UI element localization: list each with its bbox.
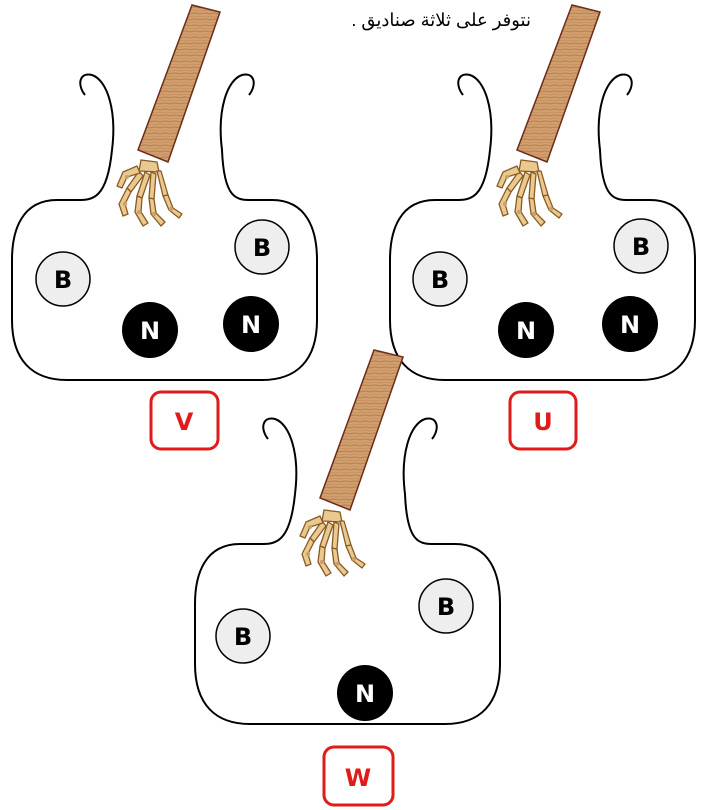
ball: B [418, 578, 474, 634]
svg-text:V: V [175, 408, 194, 436]
ball: N [122, 302, 178, 358]
ball: B [234, 219, 290, 275]
ball: N [337, 665, 393, 721]
svg-text:B: B [234, 623, 252, 651]
svg-text:W: W [345, 764, 371, 792]
grabber-handle-u [516, 4, 601, 163]
svg-text:U: U [533, 408, 553, 436]
ball: B [613, 218, 669, 274]
claw-v [116, 159, 183, 227]
svg-text:B: B [632, 233, 650, 261]
svg-text:B: B [54, 266, 72, 294]
intro-text: نتوفر على ثلاثة صناديق . [351, 10, 531, 30]
ball: N [223, 296, 279, 352]
ball: N [498, 302, 554, 358]
ball: N [602, 296, 658, 352]
urn-v [11, 4, 318, 381]
svg-text:B: B [437, 593, 455, 621]
svg-text:B: B [431, 266, 449, 294]
svg-text:N: N [355, 680, 375, 708]
urn-w [194, 349, 501, 725]
ball: B [35, 251, 91, 307]
urn-u [389, 4, 696, 381]
box-label-w: W [322, 745, 395, 807]
ball: B [412, 251, 468, 307]
svg-text:N: N [620, 311, 640, 339]
box-label-u: U [508, 390, 578, 451]
svg-text:B: B [253, 234, 271, 262]
svg-text:N: N [241, 311, 261, 339]
box-label-v: V [149, 390, 220, 451]
ball: B [215, 608, 271, 664]
claw-u [496, 159, 563, 227]
svg-text:N: N [516, 317, 536, 345]
svg-text:N: N [140, 317, 160, 345]
grabber-handle-w [319, 349, 404, 511]
grabber-handle-v [137, 4, 221, 163]
claw-w [299, 509, 366, 577]
